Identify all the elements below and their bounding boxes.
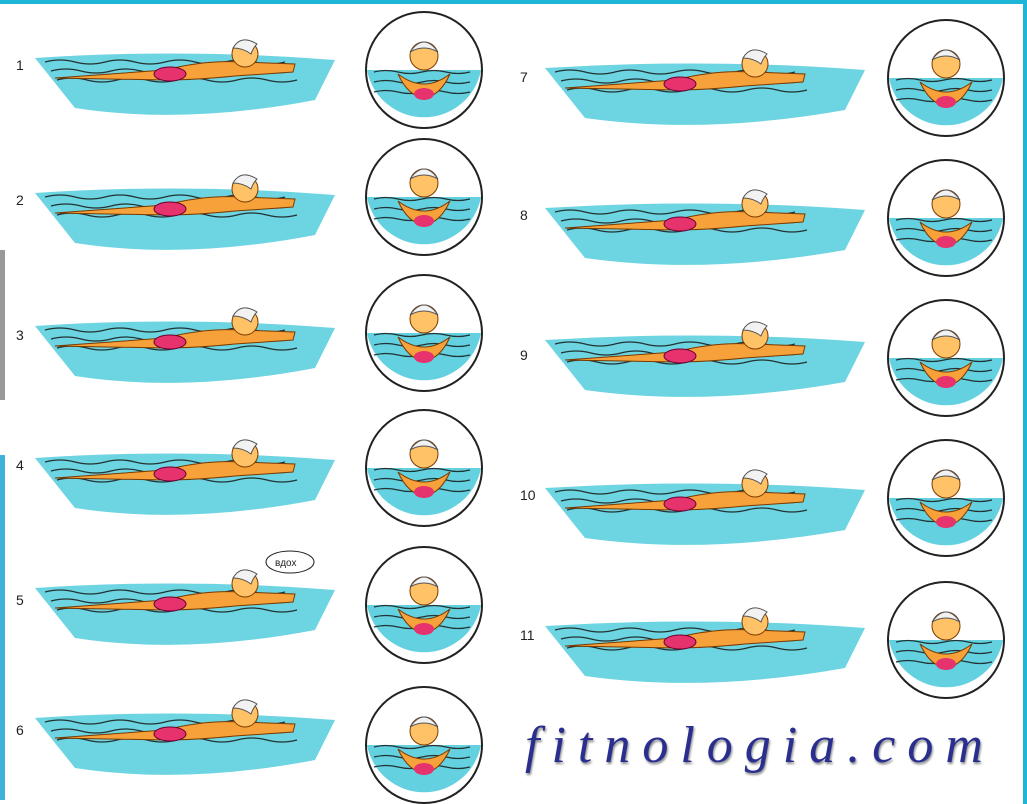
swimmer-trunks (664, 349, 696, 363)
swimmer-trunks (154, 202, 186, 216)
swimmer-trunks (664, 635, 696, 649)
step-10: 10 (520, 440, 1004, 556)
step-3: 3 (16, 275, 482, 391)
swimmer-trunks (154, 727, 186, 741)
swimmer-trunks (154, 67, 186, 81)
front-view-trunks (936, 516, 956, 528)
front-view-trunks (936, 376, 956, 388)
step-number-label: 7 (520, 69, 528, 85)
front-view-trunks (414, 88, 434, 100)
step-number-label: 3 (16, 327, 24, 343)
front-view-trunks (414, 623, 434, 635)
front-view-trunks (936, 96, 956, 108)
step-number-label: 5 (16, 592, 24, 608)
front-view-trunks (936, 658, 956, 670)
swimmer-trunks (664, 497, 696, 511)
step-number-label: 2 (16, 192, 24, 208)
swimmer-trunks (664, 217, 696, 231)
step-2: 2 (16, 139, 482, 255)
step-number-label: 9 (520, 347, 528, 363)
front-view-trunks (414, 215, 434, 227)
step-number-label: 8 (520, 207, 528, 223)
step-number-label: 1 (16, 57, 24, 73)
step-number-label: 6 (16, 722, 24, 738)
speech-bubble-text: вдох (275, 558, 296, 569)
swimmer-trunks (664, 77, 696, 91)
step-1: 1 (16, 12, 482, 128)
step-number-label: 11 (520, 627, 535, 643)
step-11: 11 (520, 582, 1004, 698)
step-8: 8 (520, 160, 1004, 276)
step-9: 9 (520, 300, 1004, 416)
step-number-label: 10 (520, 487, 536, 503)
front-view-trunks (936, 236, 956, 248)
swimmer-trunks (154, 335, 186, 349)
watermark-text: fitnologia.com (525, 716, 995, 786)
step-5: 5 вдох (16, 547, 482, 663)
swimmer-trunks (154, 467, 186, 481)
swimmer-trunks (154, 597, 186, 611)
step-4: 4 (16, 410, 482, 526)
step-7: 7 (520, 20, 1004, 136)
step-6: 6 (16, 687, 482, 803)
step-number-label: 4 (16, 457, 24, 473)
front-view-trunks (414, 486, 434, 498)
front-view-trunks (414, 763, 434, 775)
front-view-trunks (414, 351, 434, 363)
